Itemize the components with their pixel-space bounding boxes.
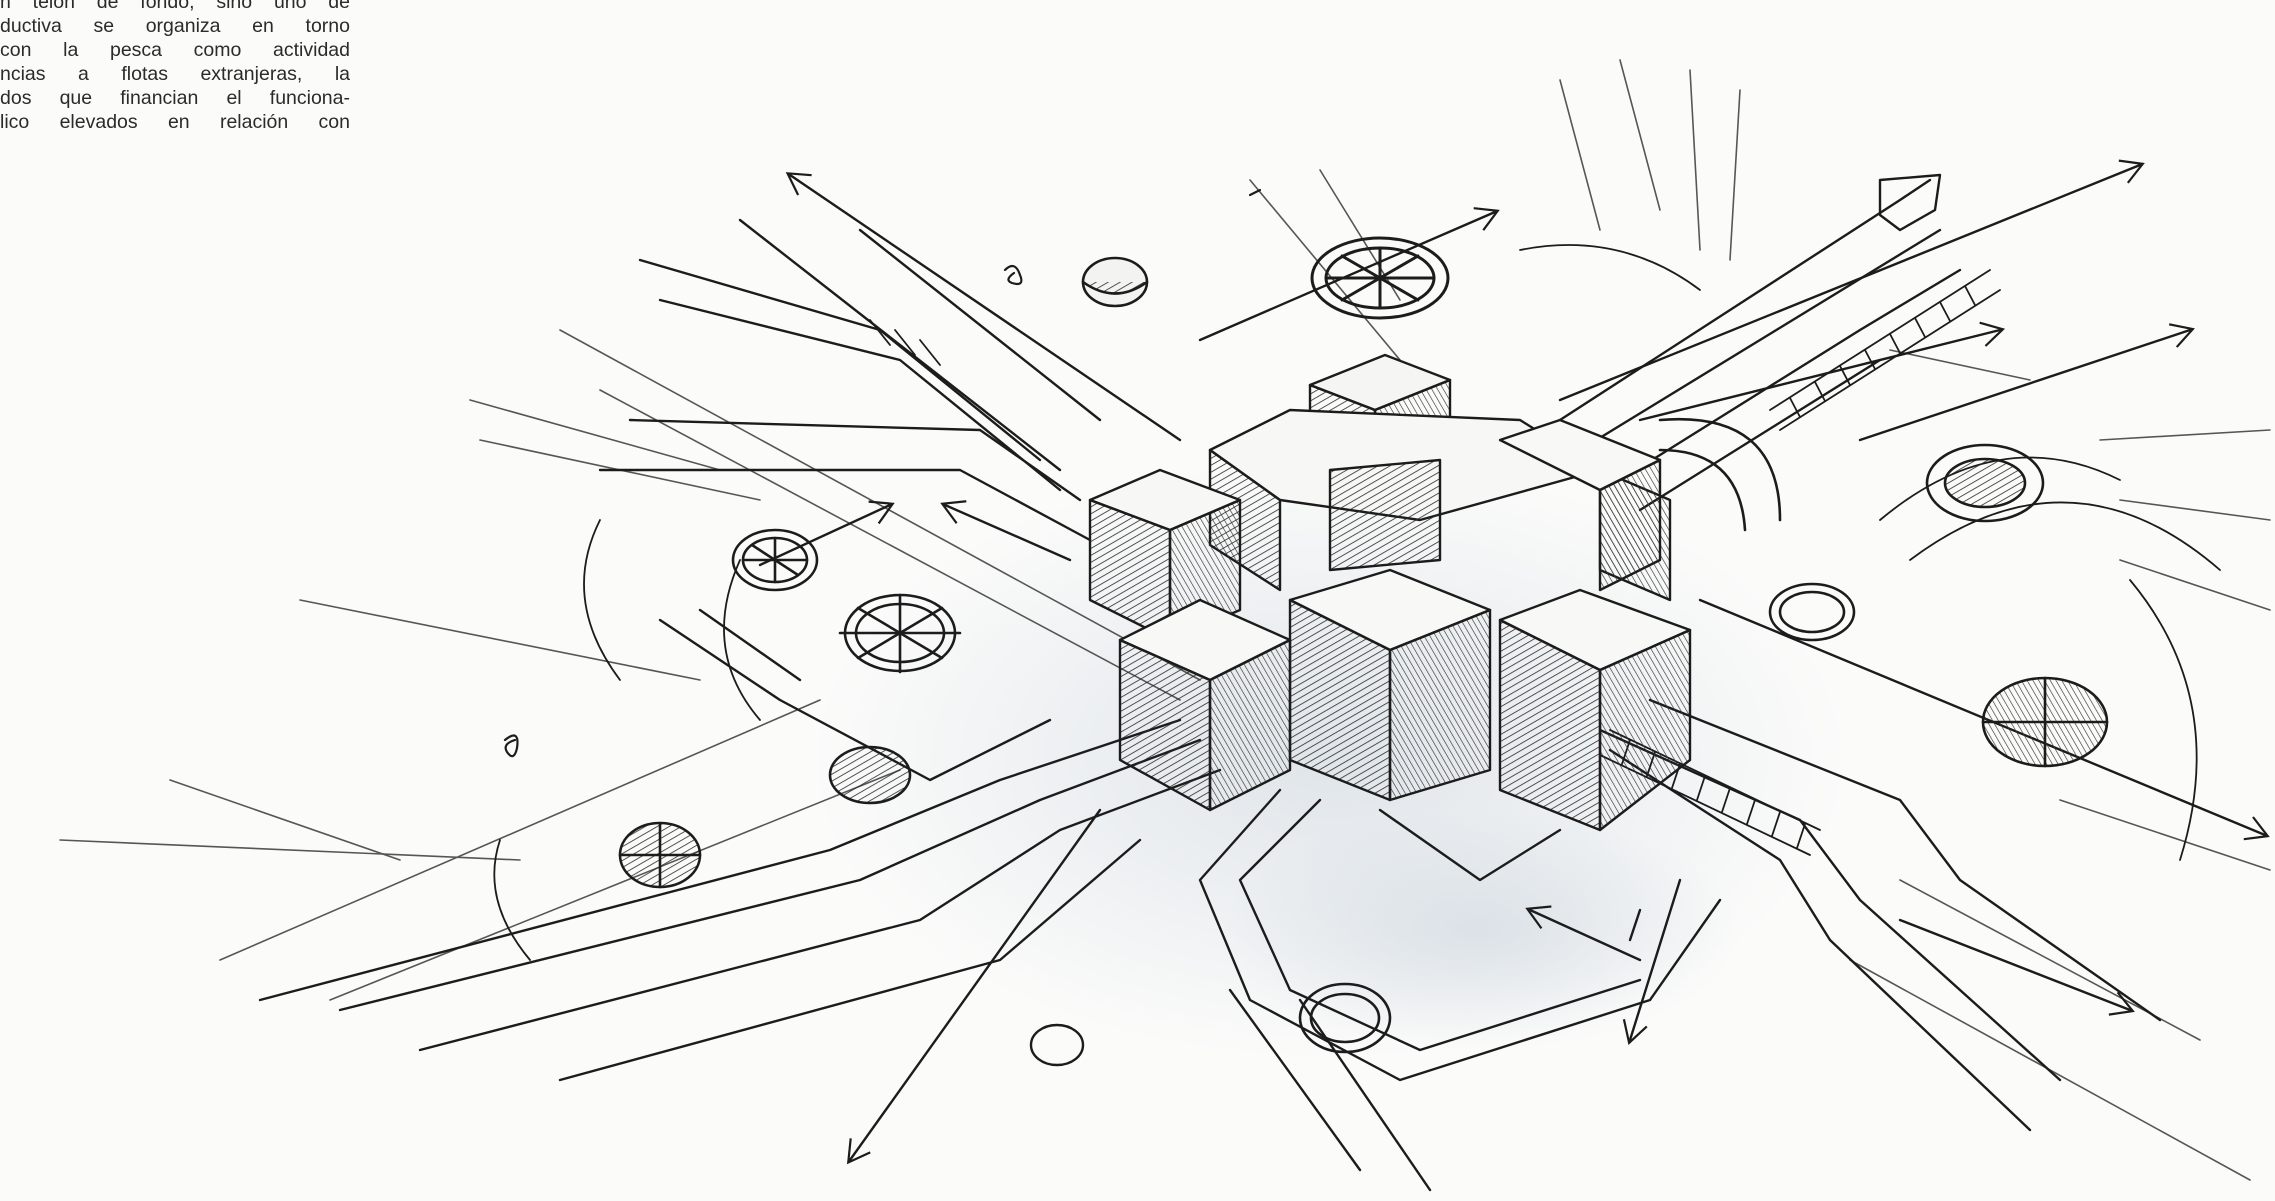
circle-node-right-mid xyxy=(1770,584,1854,640)
arrow-line-center-up xyxy=(1200,212,1495,340)
circle-node-right-lower xyxy=(1983,678,2107,766)
circle-node-right-upper xyxy=(1927,445,2043,521)
arrow-line-far-se xyxy=(1900,920,2130,1010)
orbit-arc xyxy=(2130,580,2197,860)
circle-node-top xyxy=(1312,238,1448,318)
circle-node-upper-left xyxy=(1083,258,1147,306)
orbit-arc xyxy=(1910,502,2220,570)
circle-node-bottom-small xyxy=(1031,1025,1083,1065)
arrow-line-far-e xyxy=(1860,330,2190,440)
scribble-mark xyxy=(505,736,518,757)
arrow-line-nw xyxy=(790,175,1180,440)
hub-upper-block-mid xyxy=(1330,460,1440,570)
channel-nw xyxy=(640,220,1100,490)
circle-node-far-left xyxy=(620,823,700,887)
circle-node-left-a xyxy=(733,530,817,590)
orbit-arc xyxy=(494,840,530,960)
scribble-mark xyxy=(1250,190,1260,195)
arrow-line-e xyxy=(1640,330,2000,420)
orbit-arc xyxy=(584,520,620,680)
ladder-track-w xyxy=(870,320,940,365)
circle-node-left-c xyxy=(830,747,910,803)
orbit-arc xyxy=(1520,245,1700,290)
scribble-mark xyxy=(1005,266,1021,284)
box-arrow-icon xyxy=(1880,175,1940,230)
watercolor-wash xyxy=(1220,810,1740,1050)
